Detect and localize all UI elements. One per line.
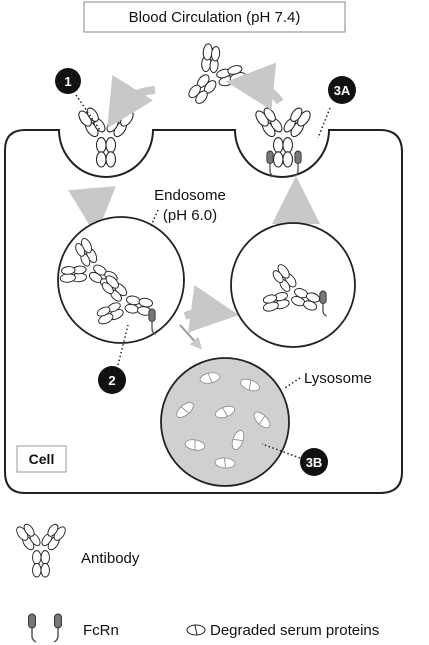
endosome-leader xyxy=(149,209,159,229)
arrow-icon xyxy=(226,62,284,111)
step-3a-leader xyxy=(317,107,331,139)
step-badge-1 xyxy=(55,68,81,94)
arrow-icon xyxy=(68,186,116,236)
fcrn-pit-right-b xyxy=(293,150,302,177)
fcrn-pit-right-a xyxy=(266,150,275,177)
endosome-ph-label: (pH 6.0) xyxy=(163,207,217,224)
step-2-leader xyxy=(117,324,129,366)
arrow-icon xyxy=(107,74,156,129)
cell-label: Cell xyxy=(29,451,55,467)
step-label-3a: 3A xyxy=(334,83,351,98)
arrow-icon xyxy=(183,285,239,333)
arrow-icon xyxy=(179,324,203,350)
step-1-leader xyxy=(75,94,101,131)
step-badge-3b xyxy=(300,448,328,476)
legend-fcrn-label: FcRn xyxy=(83,622,119,639)
cell-label-box xyxy=(16,445,67,473)
step-label-3b: 3B xyxy=(306,455,323,470)
antibody-blood xyxy=(171,36,253,119)
step-badge-2 xyxy=(98,366,126,394)
antibody-pit-right xyxy=(252,105,314,168)
degraded-protein-icon xyxy=(186,624,206,636)
legend: Antibody FcRn Degraded serum proteins xyxy=(13,522,379,643)
lysosome-label: Lysosome xyxy=(304,370,372,387)
endosome-label: Endosome xyxy=(154,187,226,204)
antibody-icon xyxy=(13,522,69,578)
fcrn-icon xyxy=(53,613,63,643)
step-3b-leader xyxy=(261,443,301,459)
legend-degraded-label: Degraded serum proteins xyxy=(210,622,379,639)
fcrn-icon xyxy=(27,613,37,643)
cell-membrane xyxy=(4,129,403,494)
title-box xyxy=(83,1,346,33)
antibody-pit-left xyxy=(75,105,137,168)
legend-antibody-label: Antibody xyxy=(81,550,140,567)
page-title: Blood Circulation (pH 7.4) xyxy=(129,9,301,26)
lysosome-leader xyxy=(284,377,301,389)
step-label-2: 2 xyxy=(108,373,115,388)
step-badge-3a xyxy=(328,76,356,104)
step-label-1: 1 xyxy=(64,74,71,89)
